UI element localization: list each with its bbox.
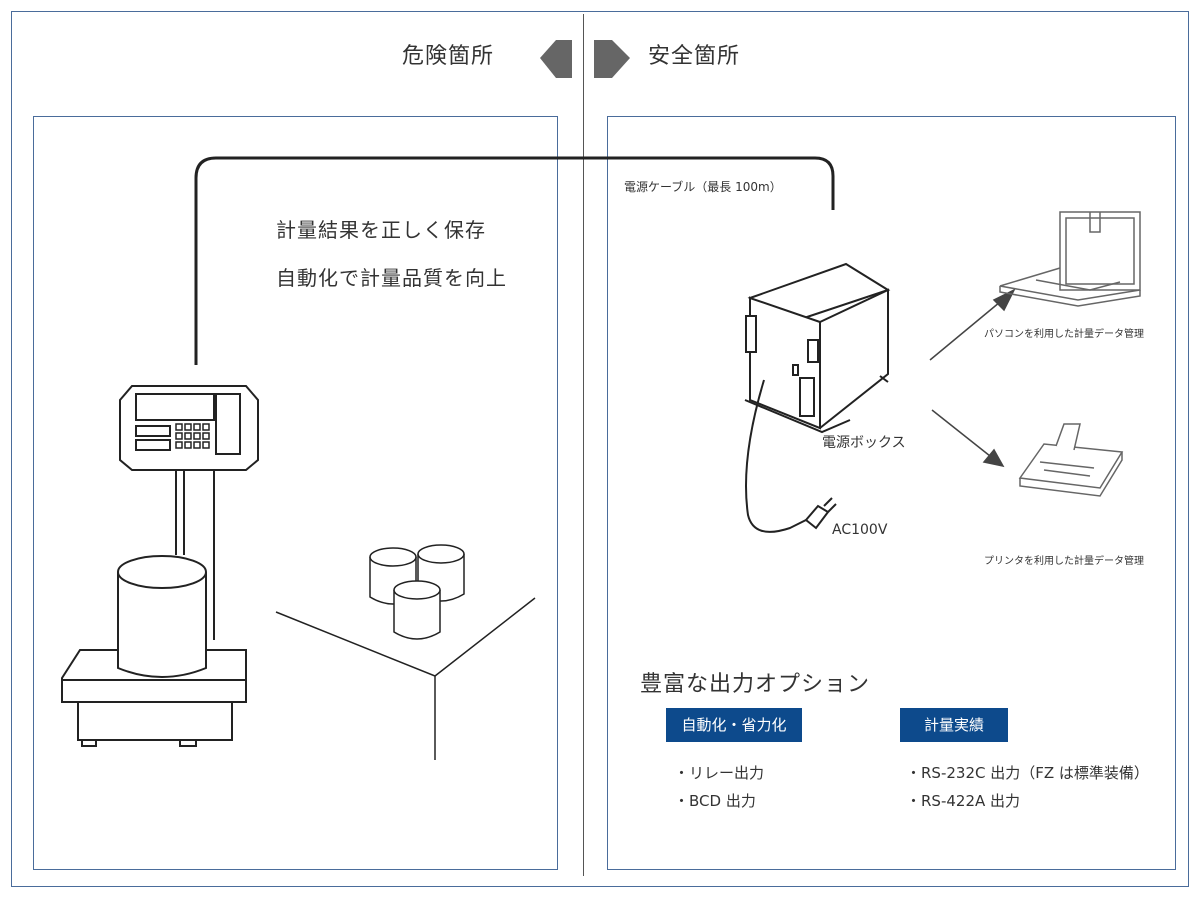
options-title: 豊富な出力オプション (640, 672, 871, 697)
danger-zone-label: 危険箇所 (402, 44, 495, 69)
benefit-save-results: 計量結果を正しく保存 (276, 218, 486, 242)
laptop-icon (999, 211, 1141, 307)
power-box-icon (744, 262, 891, 434)
containers-icon (369, 544, 465, 640)
arrow-to-pc (929, 288, 1016, 361)
outer-frame (11, 11, 1189, 887)
pc-management-label: パソコンを利用した計量データ管理 (984, 329, 1144, 340)
table-icon (275, 597, 536, 760)
zone-divider (583, 14, 584, 876)
arrow-to-printer (931, 409, 1005, 468)
printer-icon (1018, 423, 1124, 497)
right-arrow-icon (594, 40, 630, 78)
option-relay-output: ・リレー出力 (674, 764, 765, 782)
safe-zone-label: 安全箇所 (648, 44, 741, 69)
option-rs422a-output: ・RS-422A 出力 (906, 792, 1021, 810)
safe-area-panel (607, 116, 1176, 870)
scale-icon (61, 385, 259, 747)
power-box-label: 電源ボックス (822, 435, 906, 451)
cable-label: 電源ケーブル（最長 100m） (624, 180, 782, 194)
left-arrow-icon (540, 40, 572, 78)
option-bcd-output: ・BCD 出力 (674, 792, 756, 810)
ac-plug-icon (745, 379, 837, 533)
benefit-quality: 自動化で計量品質を向上 (276, 266, 507, 290)
tag-automation: 自動化・省力化 (666, 708, 802, 742)
option-rs232c-output: ・RS-232C 出力（FZ は標準装備） (906, 764, 1149, 782)
hazardous-area-panel (33, 116, 558, 870)
power-cable (194, 156, 835, 365)
ac-voltage-label: AC100V (832, 522, 888, 538)
tag-results: 計量実績 (900, 708, 1008, 742)
printer-management-label: プリンタを利用した計量データ管理 (984, 556, 1144, 567)
